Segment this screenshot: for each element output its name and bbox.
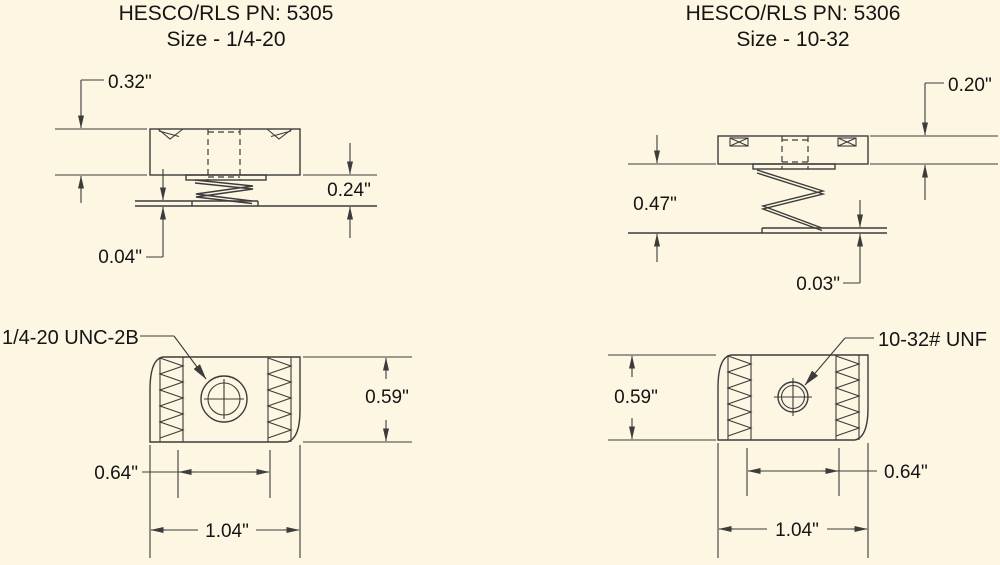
hidden-thread-hole: [781, 136, 809, 169]
thread-callout: 10-32# UNF: [804, 329, 987, 386]
thread-label: 1/4-20 UNC-2B: [2, 327, 139, 349]
dim-spring-gap-label: 0.47": [633, 194, 677, 215]
dim-spring-gap: 0.24": [327, 143, 371, 238]
serration-band-right: [266, 357, 293, 442]
dim-nut-height: 0.32": [78, 72, 152, 203]
dim-nut-height-label: 0.20": [948, 75, 992, 96]
dim-body-width-label: 0.59": [365, 387, 409, 408]
dim-hole-span-label: 0.64": [884, 462, 928, 483]
dim-hole-span: 0.64": [94, 450, 271, 498]
dim-spring-gap: 0.47": [633, 135, 677, 262]
nut-corner-mark-right: [837, 137, 857, 147]
right-plan-view: 10-32# UNF 0.59" 0.64": [608, 329, 987, 558]
thread-label: 10-32# UNF: [878, 329, 987, 351]
spring-coil: [756, 169, 826, 232]
right-part-title: HESCO/RLS PN: 5306: [686, 2, 901, 25]
nut-body-plan: [149, 356, 301, 443]
serration-band-left: [726, 355, 753, 440]
spring-top-flange: [185, 174, 267, 181]
dim-body-length: 1.04": [717, 443, 869, 558]
dim-hole-span-label: 0.64": [94, 463, 138, 484]
nut-notch-right-detail: [270, 130, 292, 138]
right-part-subtitle: Size - 10-32: [736, 28, 849, 51]
title-block-left: HESCO/RLS PN: 5305 Size - 1/4-20: [119, 2, 334, 51]
spring-base-plate: [628, 227, 887, 234]
dim-nut-height: 0.20": [922, 75, 992, 200]
left-side-view: 0.32" 0.24" 0.04": [55, 72, 377, 268]
dim-plate-thickness: 0.04": [98, 169, 166, 268]
left-part-title: HESCO/RLS PN: 5305: [119, 2, 334, 25]
nut-notch-left-detail: [158, 130, 180, 138]
dim-plate-thickness-label: 0.03": [796, 274, 840, 295]
spring-base-plate: [135, 200, 377, 207]
dim-plate-thickness: 0.03": [796, 200, 863, 295]
dim-body-width: 0.59": [365, 357, 409, 442]
dim-body-length-label: 1.04": [775, 520, 819, 541]
dim-body-length: 1.04": [149, 445, 301, 558]
threaded-hole: [200, 375, 248, 423]
spring-top-flange: [752, 163, 836, 170]
nut-body-section: [149, 128, 301, 176]
serration-band-left: [158, 357, 185, 442]
threaded-hole: [774, 378, 812, 416]
spring-coil: [194, 179, 254, 205]
dim-nut-height-label: 0.32": [108, 72, 152, 93]
left-part-subtitle: Size - 1/4-20: [166, 28, 285, 51]
dim-hole-span: 0.64": [746, 448, 928, 496]
nut-corner-mark-left: [729, 137, 749, 147]
thread-callout: 1/4-20 UNC-2B: [2, 327, 207, 380]
dim-body-width-label: 0.59": [614, 387, 658, 408]
dim-body-length-label: 1.04": [205, 521, 249, 542]
nut-body-plan: [717, 354, 869, 441]
dim-body-width: 0.59": [614, 355, 658, 440]
dim-spring-gap-label: 0.24": [327, 180, 371, 201]
hidden-thread-hole: [207, 129, 241, 180]
serration-band-right: [834, 355, 861, 440]
dim-plate-thickness-label: 0.04": [98, 247, 142, 268]
title-block-right: HESCO/RLS PN: 5306 Size - 10-32: [686, 2, 901, 51]
right-side-view: 0.20" 0.47" 0.03": [628, 75, 998, 295]
left-plan-view: 1/4-20 UNC-2B 0.59" 0.64": [2, 327, 412, 558]
